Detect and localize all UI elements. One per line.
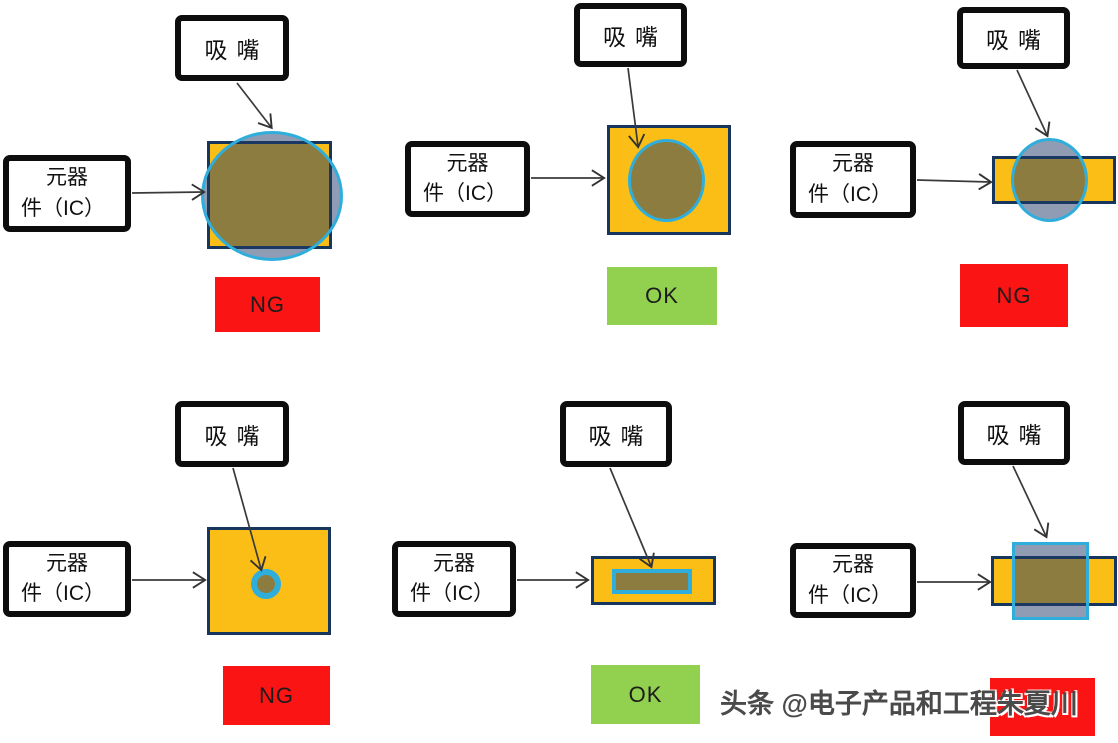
result-badge <box>990 678 1095 736</box>
component-label-line2: 件（IC） <box>21 196 105 220</box>
nozzle-label: 吸嘴 <box>603 24 667 50</box>
watermark: 头条 @电子产品和工程朱夏川 <box>720 689 1078 719</box>
component-label-line1: 元器 <box>46 166 88 190</box>
component-label-box: 元器 件（IC） <box>405 141 530 217</box>
nozzle-label: 吸嘴 <box>986 27 1050 53</box>
component-label-box: 元器 件（IC） <box>392 541 516 617</box>
nozzle-label-box: 吸嘴 <box>958 401 1070 465</box>
component-label-line1: 元器 <box>433 551 475 575</box>
arrow-nozzle-to-target <box>236 82 273 130</box>
nozzle-label: 吸嘴 <box>204 423 269 449</box>
nozzle-contact-circle <box>201 131 343 261</box>
component-label-line1: 元器 <box>46 551 88 575</box>
component-label-box: 元器 件（IC） <box>790 543 916 618</box>
nozzle-label-box: 吸嘴 <box>175 401 289 467</box>
result-label: NG <box>996 282 1032 308</box>
component-label-line2: 件（IC） <box>410 582 494 605</box>
component-label-line2: 件（IC） <box>808 583 892 607</box>
nozzle-label: 吸嘴 <box>588 423 653 449</box>
component-label-box: 元器 件（IC） <box>790 141 916 218</box>
result-badge: NG <box>223 666 330 725</box>
component-label-line1: 元器 <box>832 553 874 577</box>
nozzle-label: 吸嘴 <box>986 422 1051 448</box>
component-label-line1: 元器 <box>446 151 489 175</box>
nozzle-contact-circle <box>1011 138 1088 222</box>
nozzle-label-box: 吸嘴 <box>560 401 672 467</box>
nozzle-label-box: 吸嘴 <box>574 3 687 67</box>
component-label-line1: 元器 <box>832 152 874 176</box>
arrow-component-to-target <box>131 183 206 201</box>
result-badge: NG <box>960 264 1068 327</box>
result-label: OK <box>628 681 663 707</box>
nozzle-label-box: 吸嘴 <box>957 7 1070 69</box>
arrow-component-to-target <box>916 173 993 191</box>
result-label: OK <box>645 283 679 308</box>
nozzle-label-box: 吸嘴 <box>175 15 289 81</box>
nozzle-contact-square <box>1012 542 1089 620</box>
component-label-line2: 件（IC） <box>808 182 892 206</box>
component-label-box: 元器 件（IC） <box>3 541 131 617</box>
result-label: NG <box>250 291 285 317</box>
result-badge: NG <box>215 277 320 332</box>
nozzle-contact-circle <box>251 569 281 599</box>
arrow-nozzle-to-target <box>609 467 655 569</box>
nozzle-contact-rect <box>612 569 692 594</box>
nozzle-contact-circle <box>628 139 705 222</box>
nozzle-label: 吸嘴 <box>204 37 269 63</box>
component-label-line2: 件（IC） <box>423 182 507 205</box>
component-label-line2: 件（IC） <box>21 582 105 605</box>
arrow-nozzle-to-target <box>1012 465 1050 539</box>
result-badge: OK <box>607 267 717 325</box>
arrow-nozzle-to-target <box>1016 69 1051 138</box>
result-label: NG <box>259 682 294 708</box>
result-badge: OK <box>591 665 700 724</box>
component-label-box: 元器 件（IC） <box>3 155 131 232</box>
